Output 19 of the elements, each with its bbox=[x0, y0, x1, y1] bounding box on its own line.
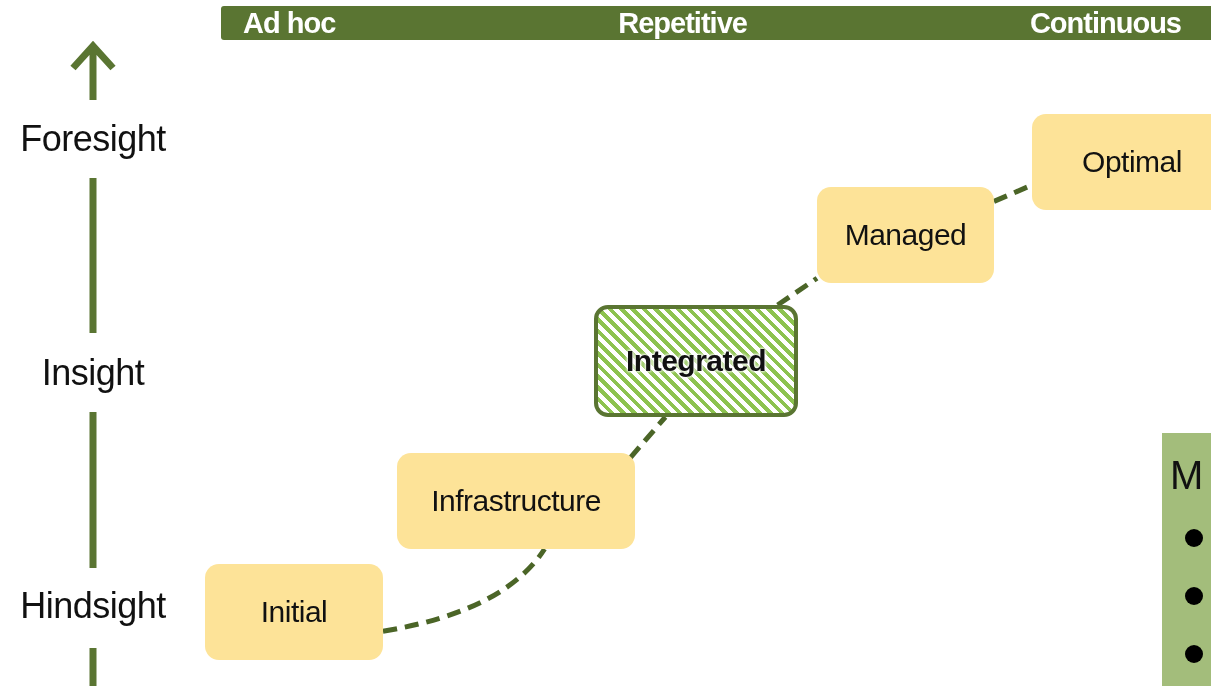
stage-box bbox=[1032, 114, 1211, 210]
stage-box bbox=[397, 453, 635, 549]
panel-heading: M bbox=[1170, 453, 1203, 498]
stage-label: Infrastructure bbox=[431, 484, 601, 518]
banner-label: Ad hoc bbox=[243, 8, 336, 38]
axis-label: Insight bbox=[40, 352, 146, 394]
maturity-banner bbox=[221, 6, 1211, 40]
dashed-connector bbox=[628, 415, 668, 460]
banner-label: Continuous bbox=[1029, 8, 1181, 38]
stage-label: Optimal bbox=[1082, 145, 1182, 179]
stage-label: Initial bbox=[260, 595, 328, 629]
stage-box bbox=[817, 187, 994, 283]
stage-label: Managed bbox=[844, 218, 967, 252]
axis-label: Hindsight bbox=[19, 585, 167, 627]
stage-box bbox=[205, 564, 383, 660]
banner-label: Repetitive bbox=[618, 8, 747, 38]
dashed-connector bbox=[382, 547, 547, 634]
dashed-connector bbox=[776, 276, 819, 308]
axis-label: Foresight bbox=[19, 118, 167, 160]
